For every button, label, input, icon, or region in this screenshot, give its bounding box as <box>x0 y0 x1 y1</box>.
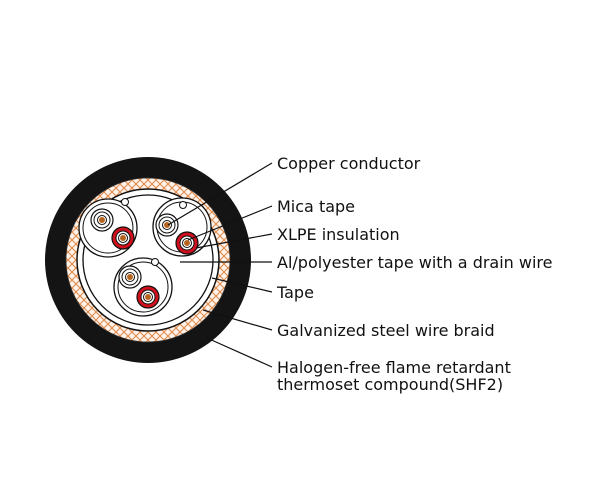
pair-inner-wrap <box>117 261 169 313</box>
leader-lines <box>167 162 273 368</box>
leader-braid <box>202 309 273 331</box>
drain-wire <box>151 258 159 266</box>
label-xlpe-insulation: XLPE insulation <box>277 225 400 244</box>
twisted-pair-3 <box>113 257 173 317</box>
copper-conductor <box>164 222 170 228</box>
leader-xlpe <box>195 233 273 249</box>
drain-wire <box>121 198 129 206</box>
label-mica-tape: Mica tape <box>277 197 355 216</box>
copper-conductor <box>184 240 190 246</box>
label-sheath-line2: thermoset compound(SHF2) <box>277 375 503 394</box>
label-steel-wire-braid: Galvanized steel wire braid <box>277 321 495 340</box>
copper-conductor <box>120 235 126 241</box>
cable <box>45 157 251 363</box>
label-al-polyester-tape: Al/polyester tape with a drain wire <box>277 253 553 272</box>
copper-conductor <box>127 274 133 280</box>
label-tape: Tape <box>276 283 314 302</box>
twisted-pair-1 <box>78 198 138 258</box>
labels: Copper conductor Mica tape XLPE insulati… <box>276 154 553 394</box>
drain-wire <box>179 201 187 209</box>
leader-sheath <box>206 337 273 368</box>
copper-conductor <box>99 217 105 223</box>
copper-conductor <box>145 294 151 300</box>
label-sheath-line1: Halogen-free flame retardant <box>277 358 511 377</box>
leader-mica-tape <box>187 205 273 241</box>
pair-inner-wrap <box>82 202 134 254</box>
twisted-pair-2 <box>152 197 212 257</box>
leader-copper-conductor <box>167 162 273 226</box>
label-copper-conductor: Copper conductor <box>277 154 421 173</box>
leader-tape <box>211 277 273 293</box>
